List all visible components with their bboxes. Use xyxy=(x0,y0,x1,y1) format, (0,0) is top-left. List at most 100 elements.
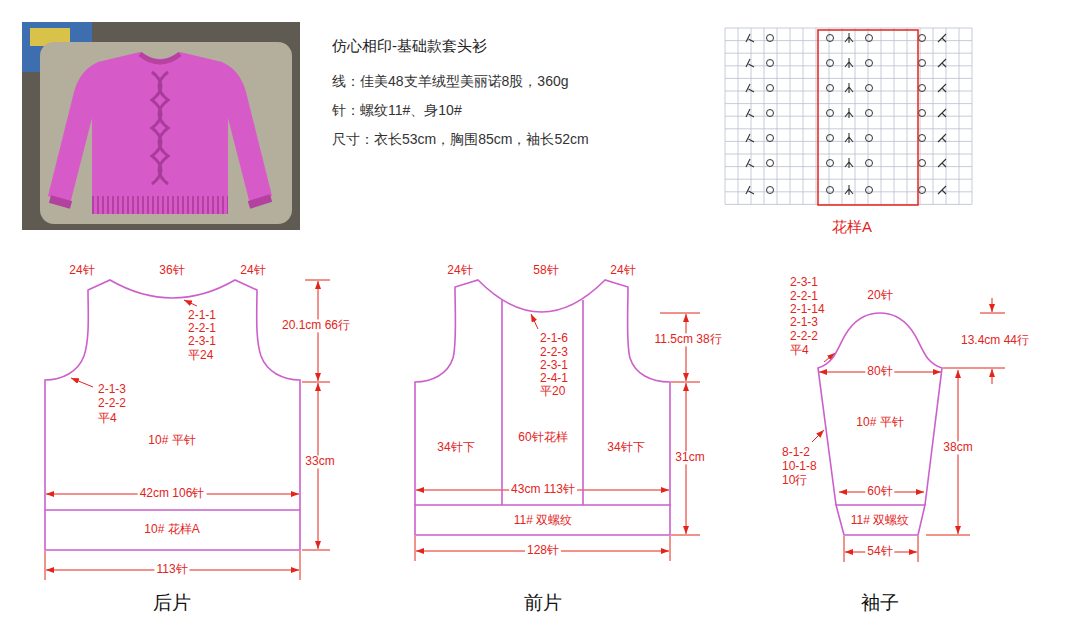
decrease-symbol xyxy=(938,109,946,117)
chart-symbol xyxy=(746,159,754,167)
chart-caption: 花样A xyxy=(832,219,872,236)
dim-tick xyxy=(918,536,919,562)
decrease-symbol xyxy=(845,133,853,143)
piece-name: 袖子 xyxy=(861,593,899,614)
shaping-note: 24针 xyxy=(447,264,472,277)
yarn-over-symbol xyxy=(827,135,834,142)
cable-panel: 60针花样 xyxy=(502,300,583,505)
shaping-note: 2-2-1 xyxy=(188,322,216,335)
chart-symbol xyxy=(938,109,946,117)
dimension-label: 43cm 113针 xyxy=(509,483,577,496)
chart-symbol xyxy=(866,110,873,117)
chart-symbol xyxy=(938,186,946,194)
chart-symbol xyxy=(746,84,754,92)
back-body: 10# 平针 xyxy=(45,278,300,510)
shaping-note: 平4 xyxy=(790,344,809,357)
shaping-note: 2-3-1 xyxy=(188,335,216,348)
shaping-note: 10行 xyxy=(782,474,807,487)
chart-symbol xyxy=(845,185,853,195)
chart-grid-line xyxy=(725,154,972,155)
photo-sweater xyxy=(48,52,272,214)
shaping-note: 2-3-1 xyxy=(790,276,818,289)
chart-symbol xyxy=(746,59,754,67)
chart-symbol xyxy=(866,60,873,67)
dim-tick xyxy=(980,313,1005,314)
dimension-label: 42cm 106针 xyxy=(138,487,207,500)
chart-symbol xyxy=(938,84,946,92)
leader-arrow xyxy=(71,378,93,387)
sleeve-ribbing-band: 11# 双螺纹 xyxy=(836,505,925,535)
chart-symbol xyxy=(827,110,834,117)
photo-ground xyxy=(22,22,300,230)
spec-line: 尺寸：衣长53cm，胸围85cm，袖长52cm xyxy=(332,132,589,147)
decrease-symbol xyxy=(845,158,853,168)
yarn-over-symbol xyxy=(827,60,834,67)
dim-tick xyxy=(844,536,845,562)
yarn-over-symbol xyxy=(767,110,774,117)
front-ribbing-band: 11# 双螺纹 xyxy=(415,505,670,535)
dim-arrow xyxy=(992,298,993,312)
chart-symbol xyxy=(845,133,853,143)
shaping-note: 平4 xyxy=(98,412,117,425)
stitch-chart xyxy=(725,28,972,204)
yarn-over-symbol xyxy=(767,160,774,167)
shaping-note: 2-2-2 xyxy=(98,397,126,410)
yarn-over-symbol xyxy=(919,85,926,92)
chart-symbol xyxy=(845,58,853,68)
chart-symbol xyxy=(845,83,853,93)
spec-line: 针：螺纹11#、身10# xyxy=(332,103,462,118)
yarn-over-symbol xyxy=(827,187,834,194)
back-ribbing-band: 10# 花样A xyxy=(45,510,300,550)
shaping-note: 2-1-3 xyxy=(790,316,818,329)
chart-symbol xyxy=(919,187,926,194)
dimension-label: 11.5cm 38行 xyxy=(652,333,723,346)
shaping-note: 2-2-2 xyxy=(790,330,818,343)
chart-symbol xyxy=(866,85,873,92)
chart-symbol xyxy=(866,135,873,142)
piece-label: 34针下 xyxy=(437,441,474,454)
piece-name: 后片 xyxy=(153,593,191,614)
photo-chair xyxy=(40,42,292,224)
chart-grid-line xyxy=(725,28,972,29)
yarn-over-symbol xyxy=(767,187,774,194)
yarn-over-symbol xyxy=(866,85,873,92)
piece-outline-path xyxy=(45,280,300,510)
shaping-note: 2-1-14 xyxy=(790,303,825,316)
photo-ribbing xyxy=(92,196,228,214)
chart-symbol xyxy=(827,187,834,194)
dim-tick xyxy=(671,382,700,383)
dim-tick xyxy=(45,551,46,580)
chart-grid-line xyxy=(725,179,972,180)
spec-line: 线：佳美48支羊绒型美丽诺8股，360g xyxy=(332,74,569,89)
piece-label: 10# 平针 xyxy=(856,416,903,429)
piece-outline-path xyxy=(415,505,670,535)
yarn-over-symbol xyxy=(866,35,873,42)
chart-symbol xyxy=(767,187,774,194)
yarn-over-symbol xyxy=(919,160,926,167)
chart-repeat-box xyxy=(818,30,918,205)
dim-tick xyxy=(943,368,1005,369)
yarn-over-symbol xyxy=(827,35,834,42)
dimension-label: 113针 xyxy=(154,563,189,576)
decrease-symbol xyxy=(746,159,754,167)
shaping-note: 平24 xyxy=(188,349,213,362)
shaping-note: 2-1-3 xyxy=(98,383,126,396)
shaping-note: 平20 xyxy=(540,385,565,398)
chart-symbol xyxy=(827,85,834,92)
shaping-note: 24针 xyxy=(610,264,635,277)
chart-symbol xyxy=(919,85,926,92)
chart-symbol xyxy=(746,186,754,194)
shaping-note: 36针 xyxy=(159,264,184,277)
yarn-over-symbol xyxy=(919,187,926,194)
dim-line xyxy=(686,314,687,381)
shaping-note: 2-2-3 xyxy=(540,346,568,359)
dimension-label: 20.1cm 66行 xyxy=(280,319,352,332)
dim-tick xyxy=(302,550,330,551)
dimension-label: 128针 xyxy=(525,544,561,557)
piece-outline xyxy=(502,300,583,505)
yarn-over-symbol xyxy=(919,60,926,67)
chart-symbol xyxy=(827,135,834,142)
piece-label: 10# 花样A xyxy=(144,523,199,536)
leader-arrow xyxy=(531,314,538,329)
